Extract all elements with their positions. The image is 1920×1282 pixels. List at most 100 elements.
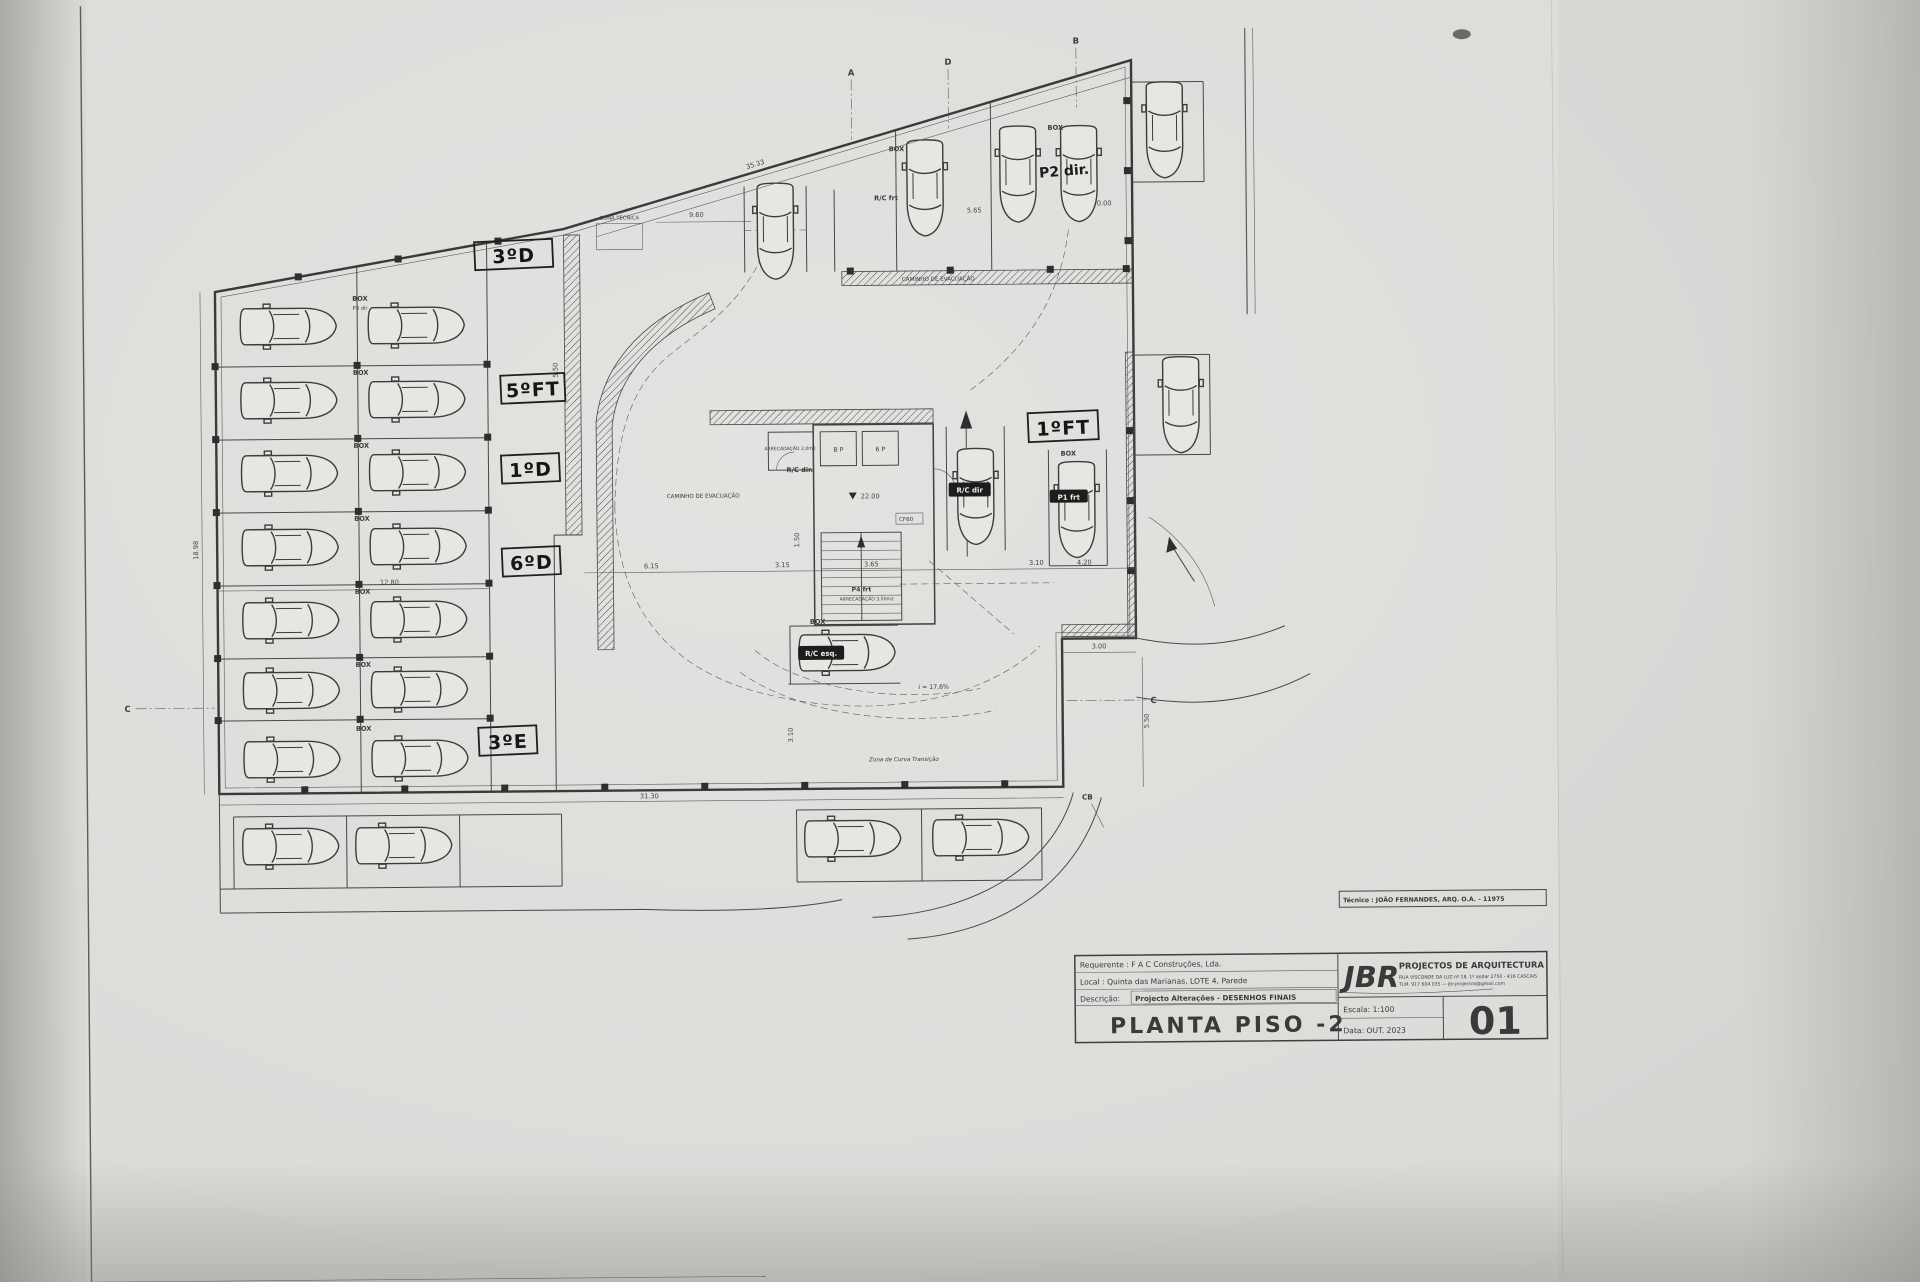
location-label: Local : Quinta das Marianas, LOTE 4, Par…: [1080, 976, 1248, 986]
box-label: BOX: [356, 725, 372, 733]
center-stalls: [788, 426, 1108, 685]
outdoor-parking: [218, 792, 1102, 940]
dim: 3.00: [1092, 642, 1107, 650]
box-label: BOX: [355, 588, 371, 596]
stairs-icon: [820, 531, 903, 622]
hatched-wall: [563, 234, 583, 536]
level-marker-icon: [848, 492, 857, 500]
firm-name: PROJECTOS DE ARQUITECTURA: [1399, 960, 1545, 971]
binder-hole: [1452, 29, 1471, 40]
grid-letter: B: [1073, 36, 1079, 46]
door-swing: [776, 451, 795, 471]
client-label: Requerente : F A C Construções, Lda.: [1080, 959, 1222, 969]
description-value: Projecto Alterações - DESENHOS FINAIS: [1135, 993, 1296, 1003]
handwritten-box: [499, 372, 567, 405]
firm-initials: JBR: [1339, 960, 1400, 995]
columns: [211, 97, 1135, 794]
handwritten-unit-label: 1ºFT: [1036, 417, 1091, 441]
grid-letter: C: [124, 704, 130, 714]
stall-label: P3 dir: [353, 306, 369, 312]
date-label: Data: OUT. 2023: [1343, 1026, 1406, 1036]
rc-dir-stall-chip: [948, 482, 991, 497]
rc-dir-stall-label: R/C dir: [956, 486, 983, 494]
level-dim: 22.00: [861, 492, 880, 500]
dimension-lines: [199, 76, 1144, 806]
dim: 9.60: [689, 211, 704, 219]
box-label: BOX: [810, 618, 826, 626]
storage-label: ARRECADAÇÃO 3,50m2: [840, 595, 894, 602]
plan-labels: BOX P3 dir BOX BOX BOX BOX BOX BOX BOX B…: [352, 124, 1088, 764]
rc-esq-chip: [798, 645, 845, 660]
technician-bar: [1338, 888, 1547, 908]
dimension-texts: 35.33 9.60 5.65 0.00 18.98 12.80 5.50 6.…: [192, 158, 1151, 801]
box-label: BOX: [354, 515, 370, 523]
top-garage-boxes: [596, 102, 1134, 287]
firm-contact: TLM. 917 604 035 — jbr.projectos@gmail.c…: [1398, 981, 1505, 988]
handwritten-unit-label: P2 dir.: [1039, 162, 1090, 182]
handwritten-unit-label: 3ºE: [488, 731, 529, 755]
elevator-left: [819, 430, 857, 467]
technician-label: Técnico : JOÃO FERNANDES, ARQ. O.A. - 11…: [1343, 894, 1504, 904]
box-label: BOX: [353, 369, 369, 377]
scale-label: Escala: 1:100: [1343, 1005, 1394, 1014]
storage-label: ARRECADAÇÃO 2,0m2: [764, 445, 815, 452]
box-label: BOX: [354, 442, 370, 450]
rc-frt-label: R/C frt: [874, 194, 898, 202]
dim: 3.10: [1029, 559, 1044, 567]
rc-esq-label: R/C esq.: [805, 650, 837, 658]
handwritten-annotations: 3ºD 5ºFT 1ºD 6ºD 3ºE 1ºFT P2 dir.: [473, 162, 1100, 757]
handwritten-unit-label: 3ºD: [492, 245, 536, 269]
description-label: Descrição:: [1080, 994, 1120, 1003]
handwritten-unit-label: 5ºFT: [505, 378, 560, 402]
box-label: BOX: [889, 145, 905, 153]
box-label: BOX: [1061, 450, 1077, 458]
title-block: Técnico : JOÃO FERNANDES, ARQ. O.A. - 11…: [1074, 888, 1549, 1044]
sheet-number: 01: [1469, 999, 1522, 1043]
grid-markers: [135, 47, 1147, 828]
dim: 5.65: [967, 206, 982, 214]
fire-door-label: CF60: [899, 517, 914, 523]
box-label: BOX: [352, 295, 368, 303]
elevator-left-label: B P: [833, 447, 843, 454]
dim: 4.20: [1077, 558, 1092, 566]
grid-letter: CB: [1082, 792, 1093, 801]
dim: 3.65: [864, 560, 879, 568]
box-label: BOX: [1048, 124, 1064, 132]
drive-paths: [614, 215, 1069, 719]
box-label: BOX: [355, 661, 371, 669]
dim: 0.00: [1097, 199, 1112, 207]
evacuation-route-label: CAMINHO DE EVACUAÇÃO: [667, 493, 741, 501]
grid-letter: C: [1150, 695, 1156, 705]
handwritten-box: [499, 452, 562, 485]
dim: 3.15: [775, 561, 790, 569]
grid-letters: A D B C C CB: [124, 36, 1156, 802]
dim: 18.98: [192, 541, 200, 560]
p1-frt-chip: [1049, 489, 1088, 503]
handwritten-unit-label: 6ºD: [510, 551, 554, 575]
dim: 31.30: [640, 792, 659, 800]
street-curbs: [1131, 80, 1311, 703]
signature-flourish: [1342, 988, 1494, 994]
handwritten-unit-label: 1ºD: [509, 458, 553, 482]
dim: 5.50: [552, 363, 560, 378]
p1-frt-label: P1 frt: [1058, 494, 1081, 502]
handwritten-box: [1026, 409, 1100, 444]
elevator-right: [861, 430, 899, 466]
transition-curve-label: Zona de Curva Transição: [868, 757, 939, 764]
rc-dir-core-label: R/C dir.: [786, 466, 812, 474]
sheet-title: PLANTA PISO -2: [1110, 1012, 1347, 1039]
core: [767, 423, 957, 626]
ramp-walls: [595, 292, 1137, 651]
dim: 12.80: [380, 578, 399, 586]
dim: 5.50: [1143, 714, 1151, 729]
slope-label: i = 17,6%: [918, 684, 949, 691]
elevator-right-label: 6 P: [875, 446, 885, 453]
p4-frt-label: P4 frt: [852, 586, 872, 593]
zona-tecnica-label: ZONA TÉCNICA: [600, 213, 640, 221]
handwritten-box: [477, 724, 539, 757]
dim: 3.10: [787, 728, 795, 743]
grid-letter: A: [848, 68, 855, 78]
evacuation-route-label: CAMINHO DE EVACUAÇÃO: [902, 275, 976, 283]
drawing-sheet: BOX P3 dir BOX BOX BOX BOX BOX BOX BOX B…: [79, 0, 1563, 1282]
